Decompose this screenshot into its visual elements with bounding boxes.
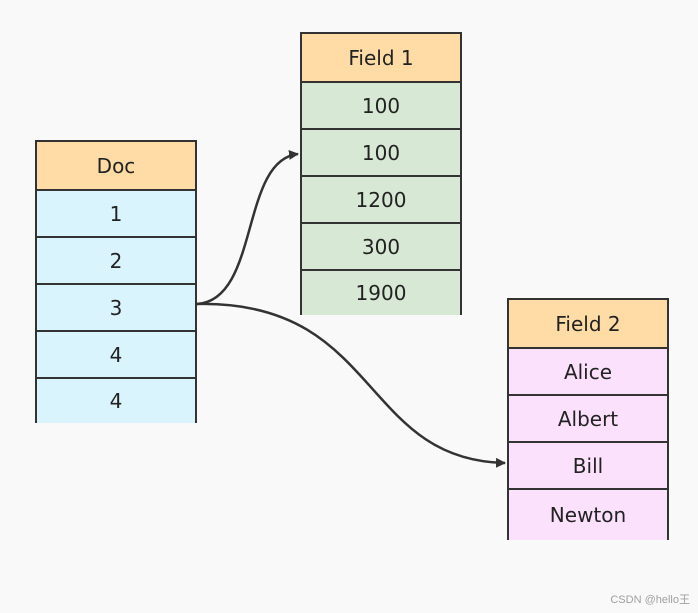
doc-row-3: 3 [37,283,195,330]
field1-row-3: 1200 [302,175,460,222]
doc-table: Doc 1 2 3 4 4 [35,140,197,423]
doc-row-2: 2 [37,236,195,283]
arrow-doc3-to-field2 [196,302,506,468]
field2-table: Field 2 Alice Albert Bill Newton [507,298,669,540]
field2-row-1: Alice [509,347,667,394]
field2-row-4: Newton [509,488,667,540]
arrow-doc3-to-field1 [196,149,299,306]
watermark-text: CSDN @hello王 [610,594,690,606]
field2-row-2: Albert [509,394,667,441]
doc-row-4: 4 [37,330,195,377]
field1-row-4: 300 [302,222,460,269]
field2-row-3: Bill [509,441,667,488]
doc-row-1: 1 [37,189,195,236]
field1-table-header: Field 1 [302,34,460,81]
field1-row-5: 1900 [302,269,460,315]
field1-table: Field 1 100 100 1200 300 1900 [300,32,462,315]
field1-row-2: 100 [302,128,460,175]
field2-table-header: Field 2 [509,300,667,347]
field1-row-1: 100 [302,81,460,128]
doc-table-header: Doc [37,142,195,189]
doc-row-5: 4 [37,377,195,423]
